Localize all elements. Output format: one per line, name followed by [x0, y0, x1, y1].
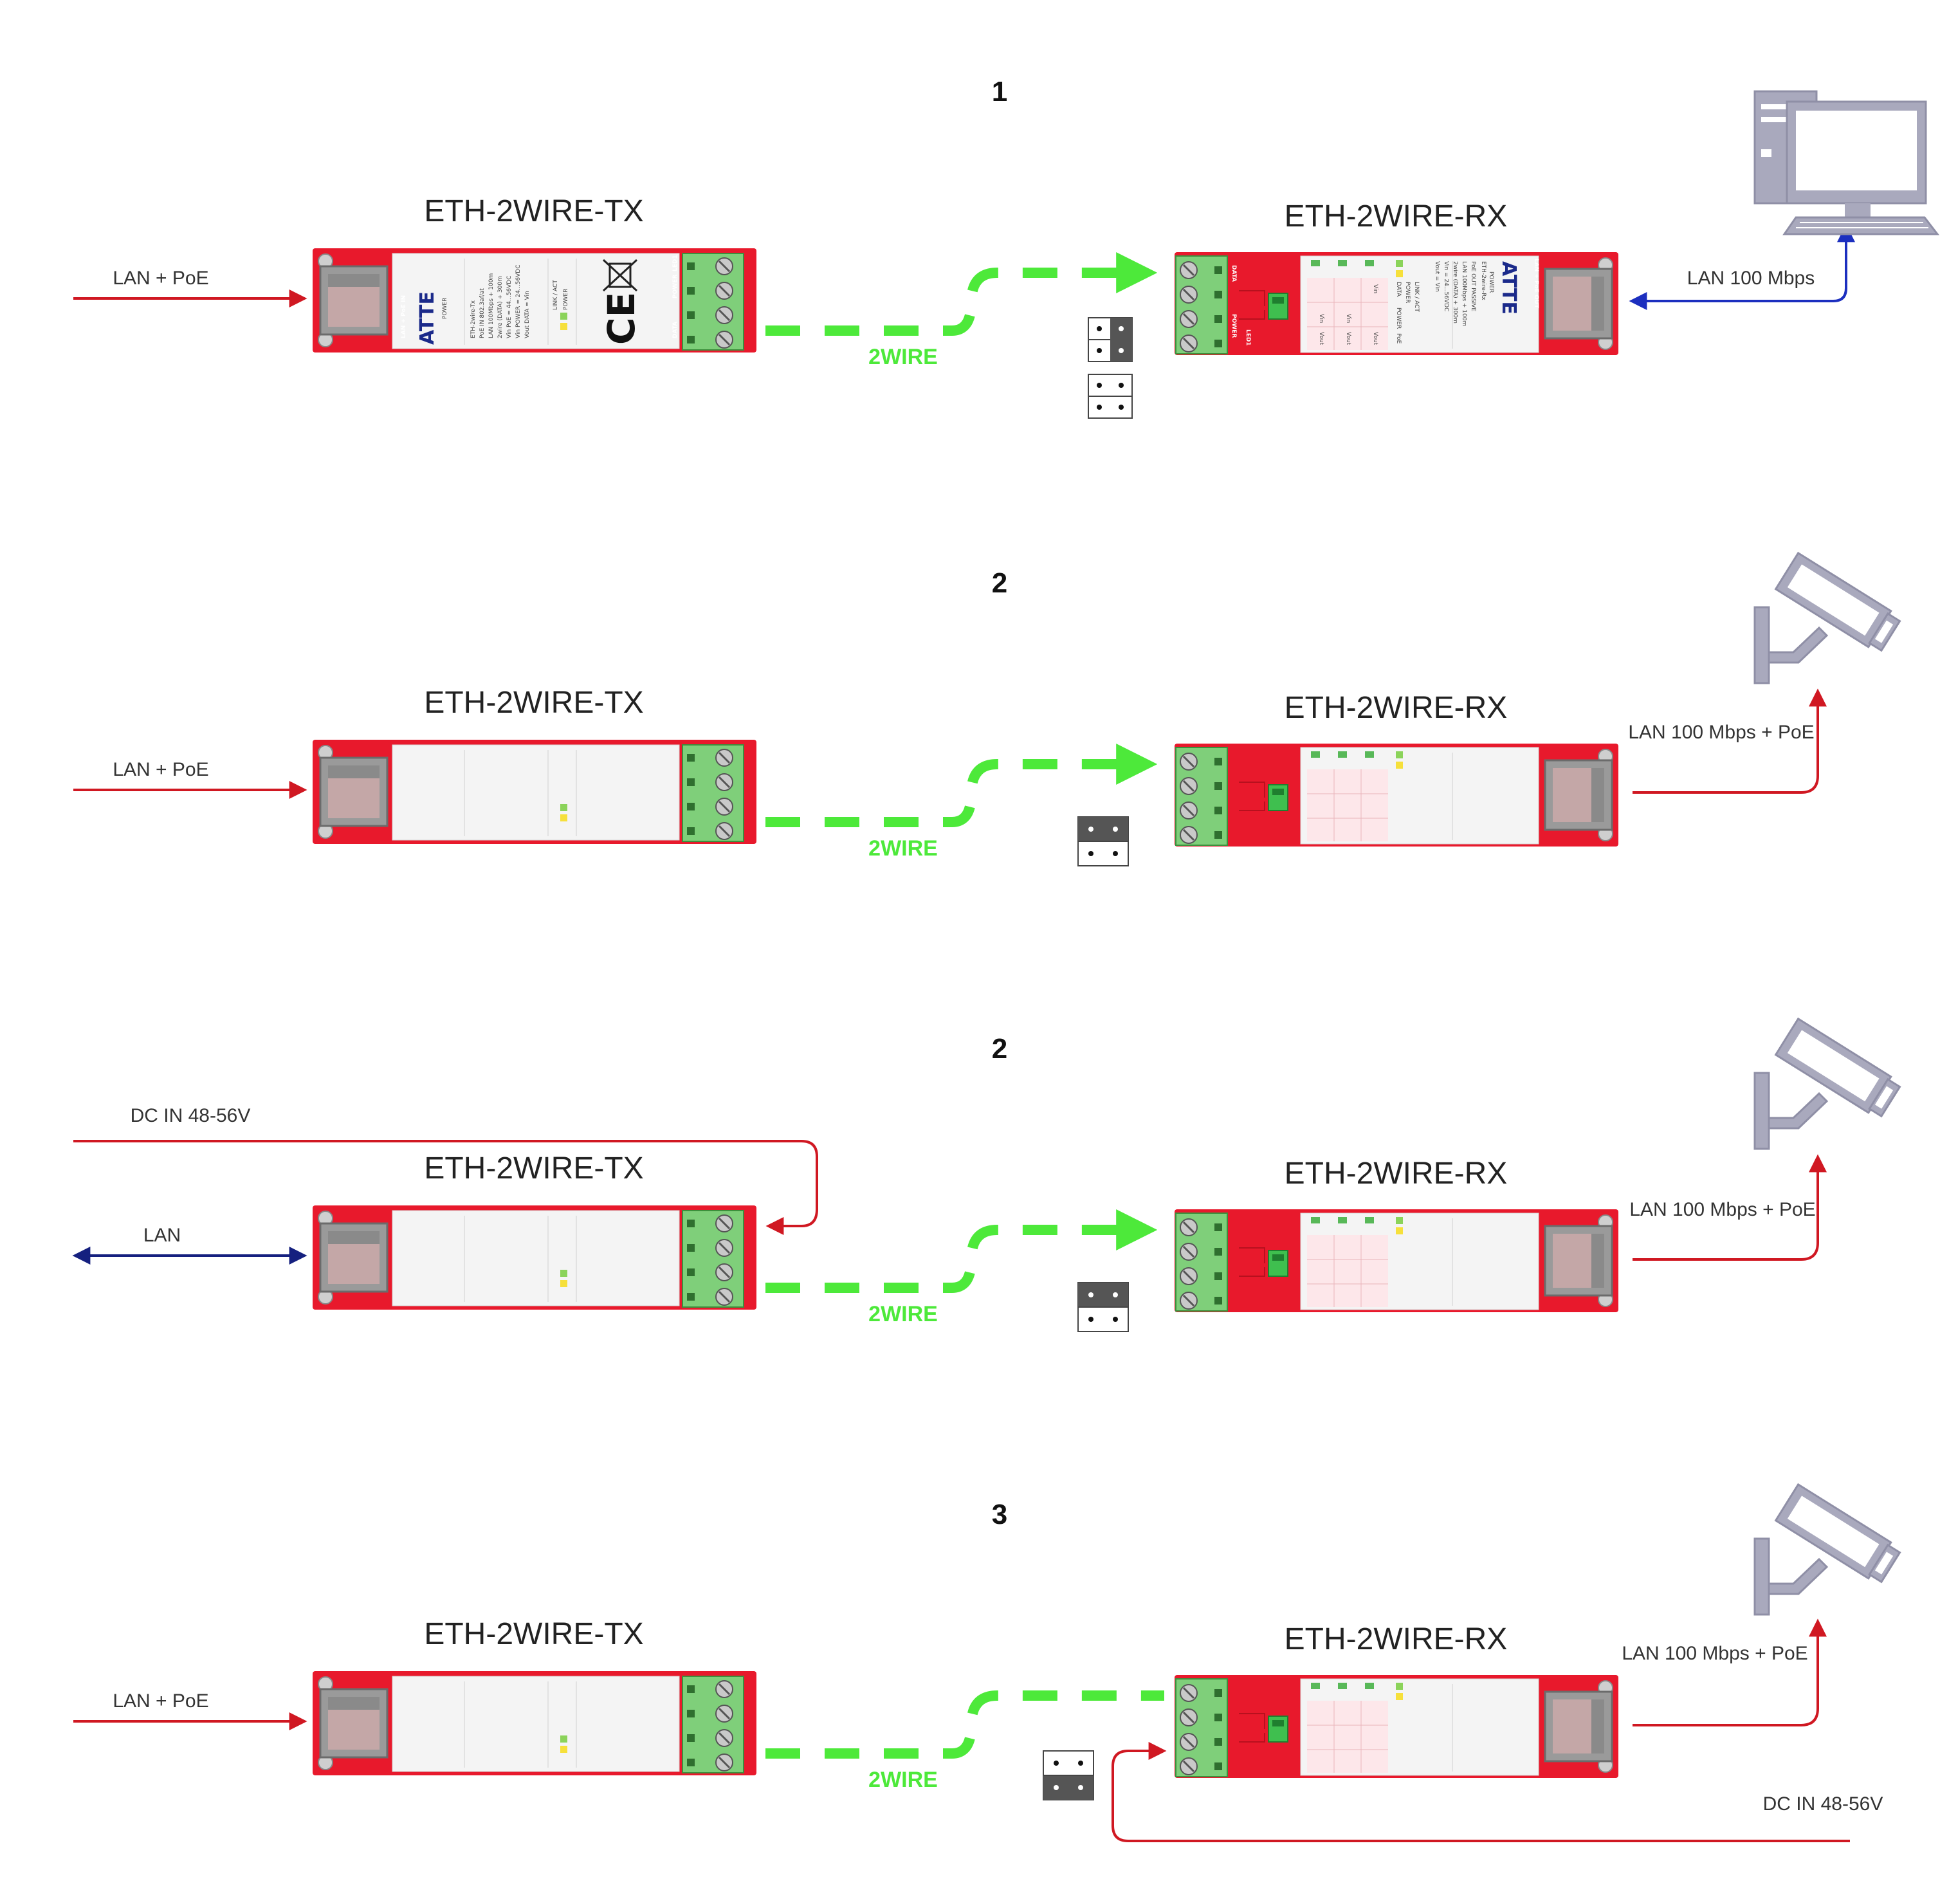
tx-spec-3: 2wire (DATA) + 300m — [497, 276, 504, 338]
rx-model: ETH-2wire-Rx — [1480, 261, 1487, 300]
output-arrow — [1633, 688, 1827, 794]
rx-table-1: Vin — [1318, 314, 1324, 323]
rx-table-7: DATA — [1395, 282, 1402, 297]
rx-table-9: PoE — [1395, 333, 1402, 344]
tx-spec-2: LAN 100Mbps + 100m — [488, 273, 495, 338]
two-wire-link — [765, 1690, 1164, 1759]
camera-icon — [1753, 1018, 1903, 1150]
jumper-setting-b — [1088, 374, 1133, 419]
scene-4: 3 ETH-2WIRE-TX ETH-2WIRE-RX 2WIRE LAN + … — [73, 1483, 1903, 1842]
tx-logo-sub: POWER — [442, 298, 448, 319]
rx-title: ETH-2WIRE-RX — [1285, 1157, 1508, 1191]
rx-table-6: Vout — [1372, 332, 1378, 345]
tx-spec-6: Vout DATA = Vin — [524, 291, 531, 338]
rx-led-2: POWER — [1404, 282, 1411, 303]
rx-term-label-1: DATA — [1231, 265, 1237, 282]
scene-number: 3 — [992, 1499, 1007, 1530]
ce-mark: CE — [599, 292, 643, 345]
output-arrow — [1633, 1154, 1827, 1261]
tx-title: ETH-2WIRE-TX — [424, 1151, 643, 1185]
tx-device — [311, 738, 758, 845]
rx-device — [1173, 1208, 1620, 1314]
rx-term-label-3: LED1 — [1245, 329, 1251, 346]
jumper-setting — [1043, 1750, 1094, 1800]
rx-table-4: Vout — [1318, 332, 1324, 345]
camera-icon — [1753, 552, 1903, 684]
wire-label: 2WIRE — [868, 1302, 938, 1326]
tx-logo: ATTE — [416, 291, 439, 345]
tx-spec-4: Vin PoE = 44...56VDC — [506, 276, 513, 338]
input-label: LAN + PoE — [113, 1690, 208, 1712]
output-arrow — [1633, 1618, 1827, 1726]
output-label: LAN 100 Mbps — [1687, 268, 1815, 289]
tx-model: ETH-2wire-Tx — [470, 300, 477, 338]
camera-icon — [1753, 1483, 1903, 1616]
jumper-setting — [1077, 816, 1129, 866]
rx-logo: ATTE — [1497, 261, 1520, 315]
rx-table-2: Vin — [1345, 314, 1351, 323]
rx-device — [1173, 1674, 1620, 1779]
tx-title: ETH-2WIRE-TX — [424, 686, 643, 720]
lan-label: LAN — [143, 1225, 181, 1246]
tx-term-label-1: LED1 — [672, 255, 679, 271]
dc-input-arrow — [73, 1140, 818, 1235]
rx-port-label: LAN + PoE OUT — [1533, 259, 1539, 309]
tx-device: LAN + PoE IN ATTE POWER ETH-2wire-Tx PoE… — [311, 247, 758, 354]
scene-3: 2 ETH-2WIRE-TX ETH-2WIRE-RX 2WIRE DC IN … — [72, 1018, 1903, 1332]
two-wire-link — [765, 252, 1158, 336]
rx-led-1: LINK / ACT — [1413, 282, 1420, 312]
jumper-setting — [1077, 1282, 1129, 1332]
output-label: LAN 100 Mbps + PoE — [1628, 722, 1814, 743]
rx-table-8: POWER — [1395, 307, 1402, 329]
tx-spec-5: Vin POWER = 24...56VDC — [515, 265, 522, 339]
tx-device — [311, 1204, 758, 1311]
tx-led-1: LINK / ACT — [553, 280, 559, 310]
wire-label: 2WIRE — [868, 836, 938, 861]
input-label: LAN + PoE — [113, 759, 208, 780]
rx-spec-4: Vin = 24...56VDC — [1443, 261, 1449, 311]
computer-icon — [1753, 90, 1939, 235]
jumper-setting-a — [1088, 317, 1133, 362]
rx-device: LAN + PoE OUT ATTE POWER ETH-2wire-Rx Po… — [1173, 251, 1620, 356]
tx-title: ETH-2WIRE-TX — [424, 1617, 643, 1651]
rx-spec-5: Vout = Vin — [1434, 261, 1440, 292]
rx-title: ETH-2WIRE-RX — [1285, 199, 1508, 233]
dc-input-label: DC IN 48-56V — [131, 1105, 251, 1126]
tx-device — [311, 1670, 758, 1777]
rx-title: ETH-2WIRE-RX — [1285, 1622, 1508, 1656]
wire-label: 2WIRE — [868, 345, 938, 369]
dc-input-label: DC IN 48-56V — [1763, 1793, 1883, 1815]
rx-spec-3: 2wire (DATA) + 300m — [1452, 261, 1458, 324]
scene-number: 2 — [992, 567, 1007, 599]
output-arrow — [1629, 224, 1855, 310]
tx-term-label-3: DATA — [672, 322, 679, 338]
scene-number: 2 — [992, 1033, 1007, 1065]
rx-table-3: Vin — [1372, 284, 1378, 293]
input-label: LAN + PoE — [113, 268, 208, 289]
rx-term-label-2: POWER — [1231, 314, 1237, 338]
output-label: LAN 100 Mbps + PoE — [1622, 1643, 1807, 1664]
scene-number: 1 — [992, 76, 1007, 107]
two-wire-link — [765, 744, 1158, 827]
rx-logo-sub: POWER — [1488, 271, 1494, 293]
tx-term-label-2: POWER — [672, 275, 679, 298]
tx-led-2: POWER — [563, 289, 569, 310]
rx-device — [1173, 742, 1620, 848]
rx-spec-1: PoE OUT PASSIVE — [1470, 261, 1476, 311]
rx-title: ETH-2WIRE-RX — [1285, 691, 1508, 725]
output-label: LAN 100 Mbps + PoE — [1629, 1199, 1815, 1220]
rx-spec-2: LAN 100Mbps + 100m — [1461, 261, 1467, 326]
tx-title: ETH-2WIRE-TX — [424, 194, 643, 228]
two-wire-link — [765, 1209, 1158, 1293]
rx-table-5: Vout — [1345, 332, 1351, 345]
weee-icon — [602, 259, 638, 292]
scene-2: 2 ETH-2WIRE-TX ETH-2WIRE-RX 2WIRE LAN + … — [73, 552, 1903, 866]
wire-label: 2WIRE — [868, 1768, 938, 1792]
dc-input-arrow — [1112, 1742, 1850, 1842]
tx-port-label: LAN + PoE IN — [401, 295, 407, 338]
tx-spec-1: PoE IN 802.3af/at — [479, 288, 486, 338]
scene-1: 1 ETH-2WIRE-TX ETH-2WIRE-RX LAN + PoE IN… — [73, 76, 1939, 419]
